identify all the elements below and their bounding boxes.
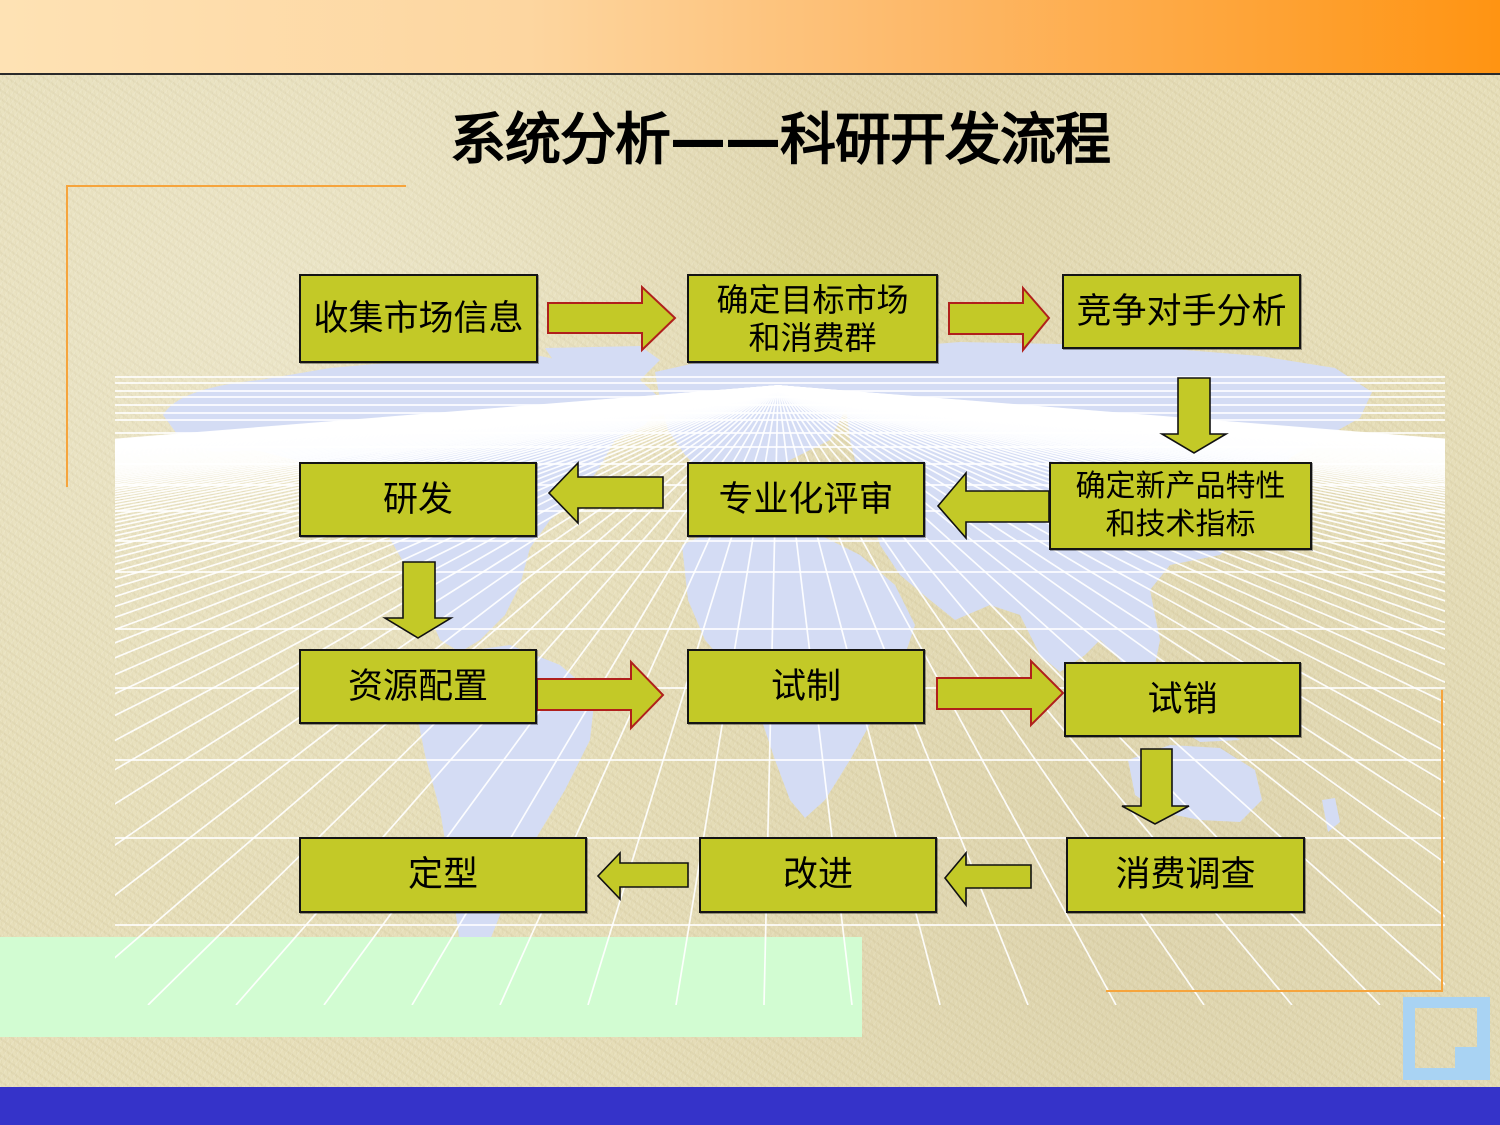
frame-bottom-right-vertical (1441, 690, 1443, 992)
step-label: 专业化评审 (718, 479, 894, 520)
step-competitor-analysis: 竞争对手分析 (1062, 274, 1301, 349)
step-label: 资源配置 (347, 666, 488, 707)
step-research-development: 研发 (299, 462, 537, 537)
footer-bar (0, 1087, 1500, 1125)
step-consumer-survey: 消费调查 (1066, 837, 1305, 913)
map-new-zealand (1322, 798, 1340, 832)
step-collect-market-info: 收集市场信息 (299, 274, 538, 363)
arrow-right-icon (536, 659, 665, 731)
arrow-left-icon (547, 461, 664, 525)
step-label: 试制 (770, 666, 841, 707)
step-label-line-2: 和技术指标 (1105, 507, 1256, 542)
step-label-line-1: 确定新产品特性 (1075, 469, 1286, 504)
arrow-right-icon (547, 284, 677, 353)
step-label-line-2: 和消费群 (748, 318, 877, 357)
map-europe (655, 350, 880, 478)
map-australia (1128, 745, 1262, 822)
slide-title: 系统分析——科研开发流程 (450, 108, 1111, 173)
arrow-left-icon (936, 470, 1050, 541)
step-trial-production: 试制 (687, 649, 925, 724)
arrow-left-icon (596, 851, 689, 901)
arrow-down-icon (382, 561, 454, 639)
step-define-product-specs: 确定新产品特性 和技术指标 (1049, 462, 1312, 550)
square-frame-icon (1403, 997, 1490, 1080)
step-define-target-market: 确定目标市场 和消费群 (687, 274, 938, 363)
arrow-down-icon (1121, 748, 1190, 825)
frame-top-left-vertical (66, 185, 68, 487)
header-divider (0, 73, 1500, 75)
step-professional-review: 专业化评审 (687, 462, 925, 537)
step-label-line-1: 确定目标市场 (716, 280, 909, 319)
step-trial-sales: 试销 (1064, 662, 1301, 737)
step-label: 定型 (407, 855, 478, 895)
header-gradient-bar (0, 0, 1500, 73)
arrow-left-icon (943, 850, 1032, 908)
step-resource-allocation: 资源配置 (299, 649, 537, 724)
step-label: 竞争对手分析 (1076, 291, 1287, 332)
step-label: 研发 (382, 479, 453, 520)
green-highlight-panel (0, 937, 862, 1037)
arrow-right-icon (936, 658, 1065, 728)
step-label: 收集市场信息 (313, 298, 524, 339)
step-label: 试销 (1147, 679, 1218, 720)
frame-top-left-horizontal (66, 185, 406, 187)
arrow-down-icon (1159, 377, 1229, 454)
step-finalize-design: 定型 (299, 837, 587, 913)
step-label: 改进 (782, 855, 853, 895)
arrow-right-icon (948, 285, 1051, 353)
map-greenland (545, 346, 660, 395)
frame-bottom-right-horizontal (1106, 990, 1443, 992)
step-label: 消费调查 (1115, 855, 1256, 895)
step-improvement: 改进 (699, 837, 937, 913)
